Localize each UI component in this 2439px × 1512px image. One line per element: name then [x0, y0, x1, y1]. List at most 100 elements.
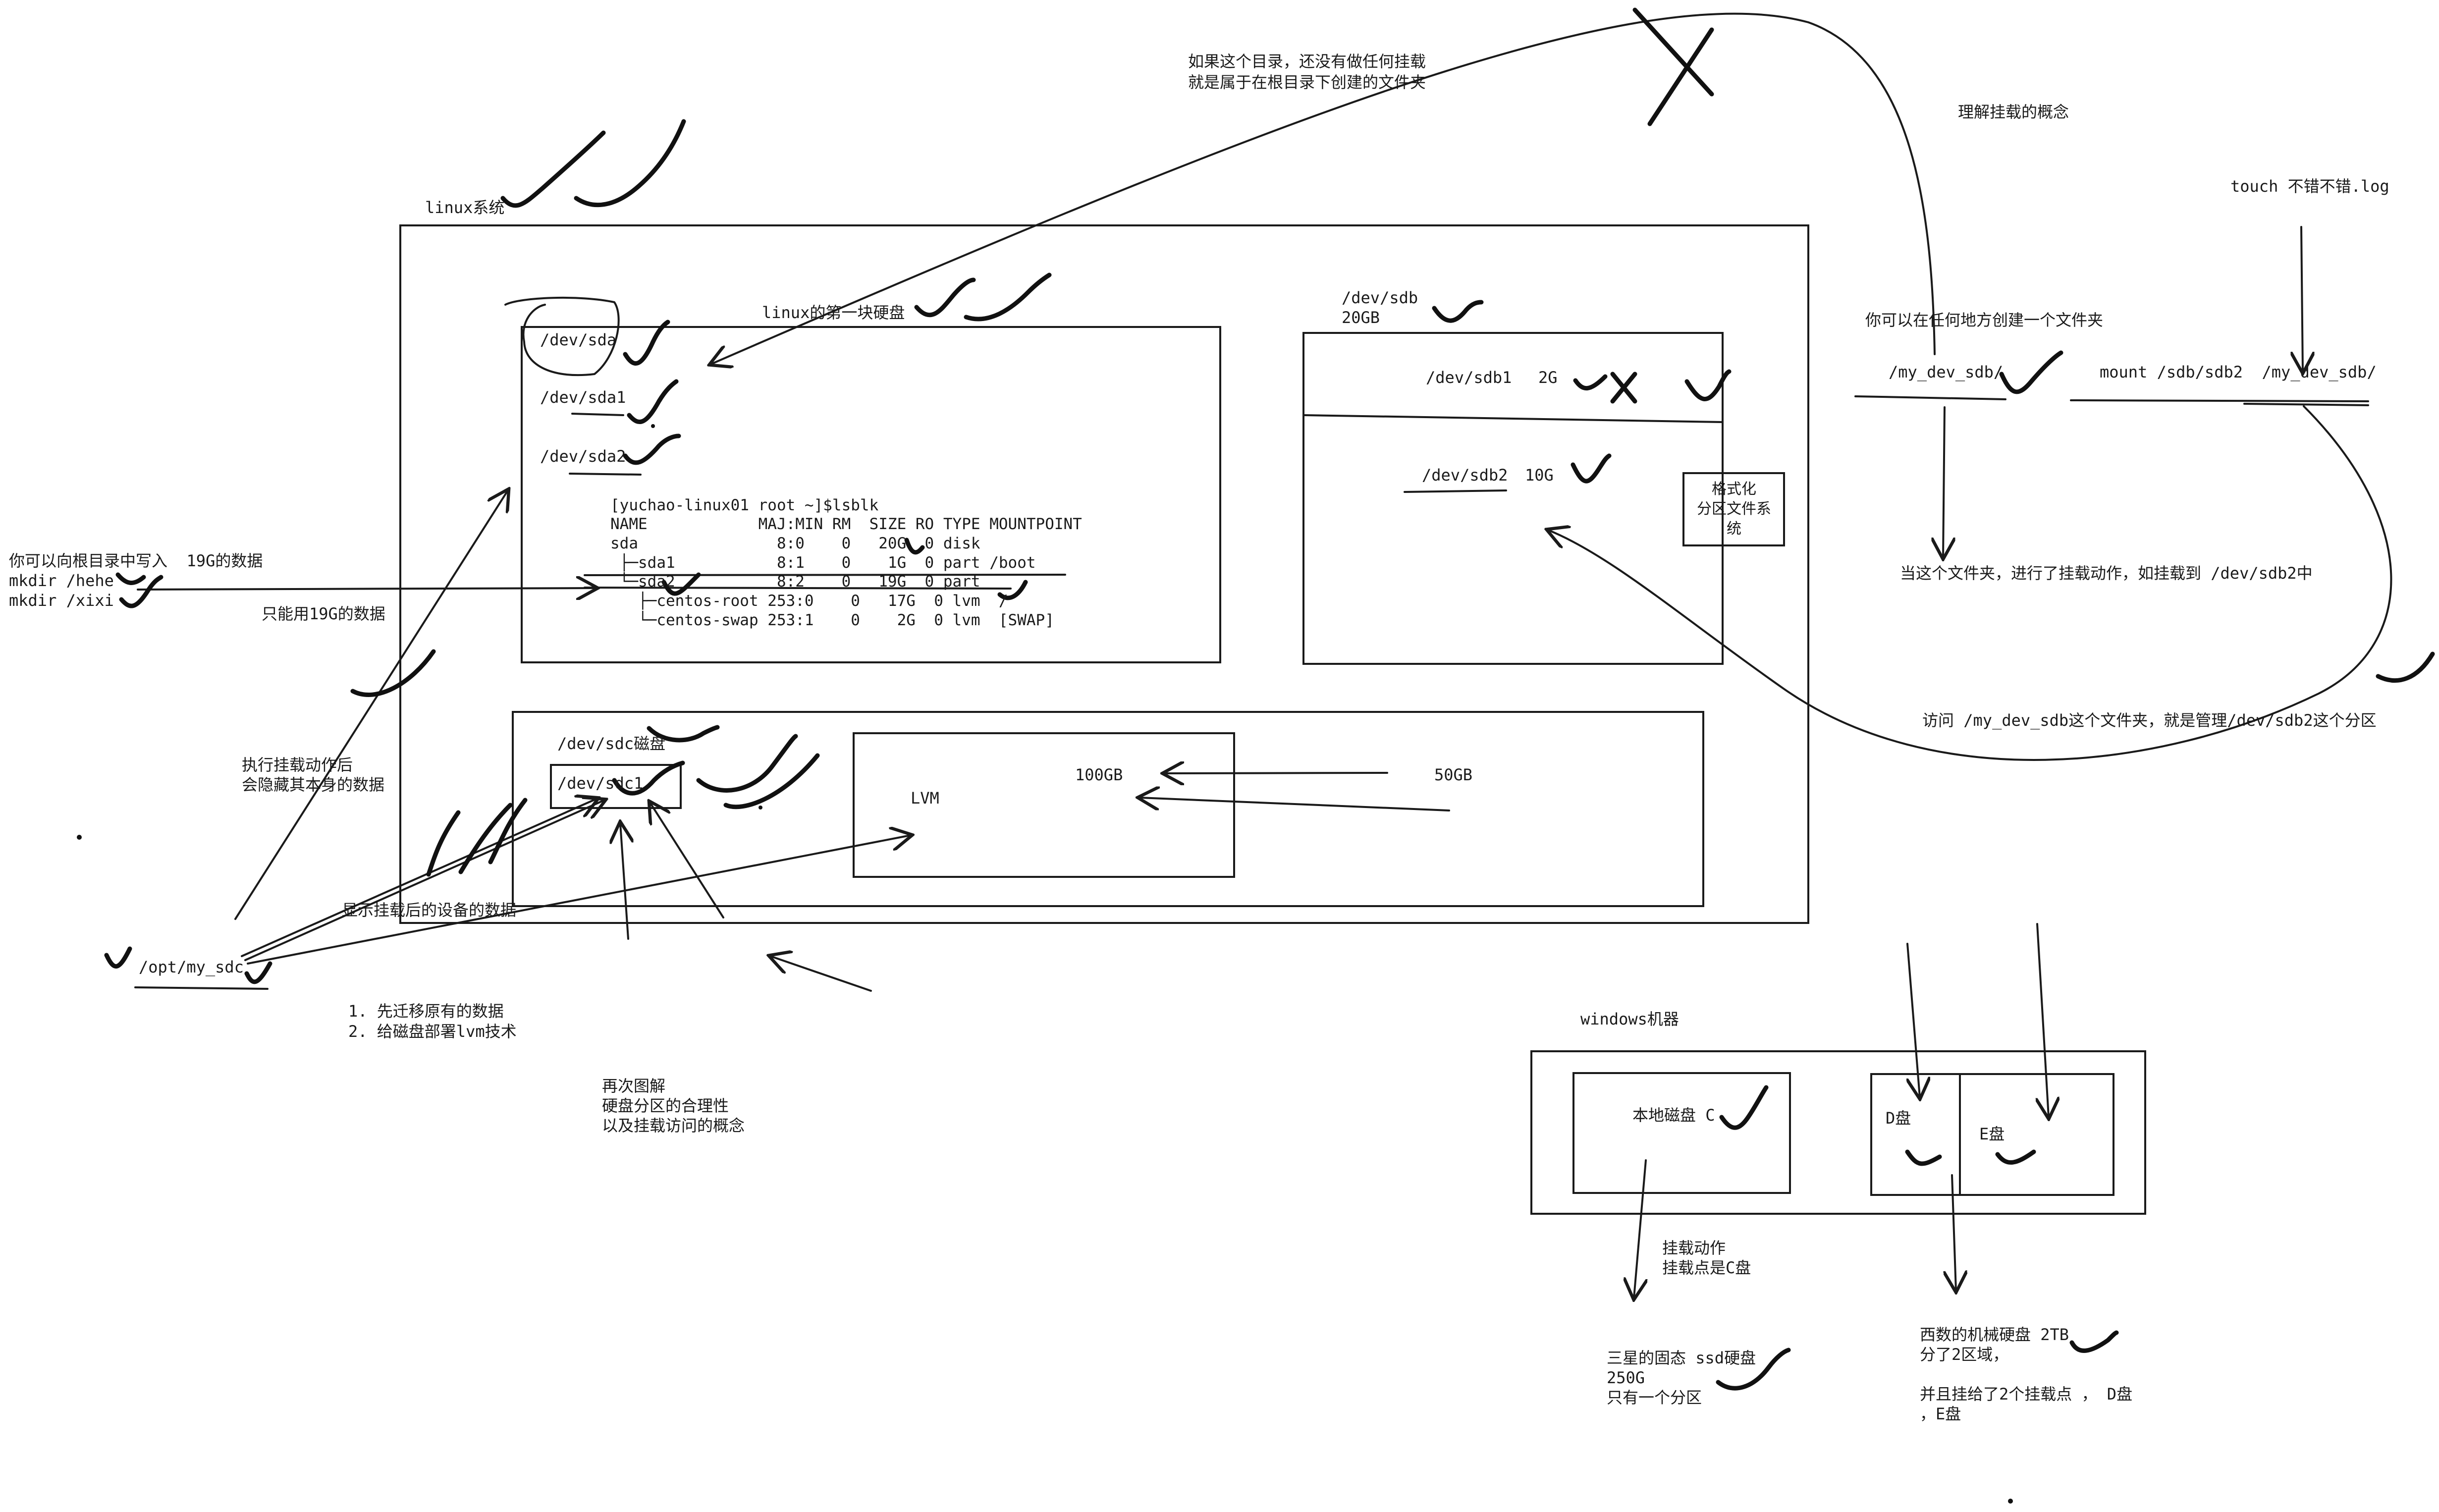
check-mark-icon [723, 753, 820, 810]
sda-label: /dev/sda [540, 330, 616, 349]
check-mark-icon [623, 433, 681, 465]
check-mark-icon [2069, 1330, 2119, 1353]
review-note: 以及挂载访问的概念 [602, 1116, 745, 1135]
check-mark-icon [964, 272, 1052, 322]
sdc1-label: /dev/sdc1 [557, 774, 643, 793]
check-mark-icon [244, 961, 272, 984]
lsblk-line: [yuchao-linux01 root ~]$lsblk [610, 496, 879, 514]
check-mark-icon [2376, 651, 2435, 683]
drive-d: D盘 [1886, 1109, 1911, 1128]
check-mark-icon [574, 119, 686, 208]
sda-disk-box [521, 326, 1221, 663]
check-mark-icon [1573, 374, 1608, 390]
lsblk-line: └─centos-swap 253:1 0 2G 0 lvm [SWAP] [610, 610, 1054, 629]
windows-title: windows机器 [1580, 1010, 1679, 1028]
check-mark-icon [623, 320, 670, 366]
check-mark-icon [997, 580, 1028, 600]
opt-my-sdc-path: /opt/my_sdc [139, 958, 244, 976]
check-mark-icon [1432, 300, 1484, 323]
check-mark-icon [350, 649, 436, 698]
mount-action-note: 挂载点是C盘 [1662, 1258, 1751, 1277]
root-write-note: 你可以向根目录中写入 19G的数据 [9, 551, 263, 570]
sdc1-box [550, 764, 682, 809]
check-mark-icon [661, 572, 701, 596]
check-mark-icon [627, 379, 679, 424]
hdd-note: 并且挂给了2个挂载点 ， D盘 [1920, 1385, 2132, 1404]
ssd-note: 三星的固态 ssd硬盘 [1607, 1349, 1756, 1367]
format-box [1682, 472, 1785, 546]
sdc-title: /dev/sdc磁盘 [557, 734, 665, 753]
sdb2-label: /dev/sdb2 [1422, 466, 1508, 485]
check-mark-icon [104, 946, 132, 969]
lsblk-line: └─sda2 8:2 0 19G 0 part [610, 572, 980, 591]
check-mark-icon [1684, 369, 1732, 401]
mount-concept-title: 理解挂载的概念 [1958, 103, 2069, 121]
windows-c-drive-box [1572, 1072, 1791, 1194]
check-mark-icon [914, 277, 976, 318]
sdc-disk-box [512, 711, 1704, 907]
sda1-label: /dev/sda1 [540, 388, 626, 407]
lsblk-line: ├─centos-root 253:0 0 17G 0 lvm / [610, 591, 1008, 610]
check-mark-icon [1719, 1085, 1769, 1130]
sda2-label: /dev/sda2 [540, 447, 626, 466]
migrate-note: 1. 先迁移原有的数据 [348, 1002, 504, 1021]
touch-command: touch 不错不错.log [2230, 177, 2389, 196]
cross-mark-icon [1632, 7, 1714, 126]
drive-e: E盘 [1979, 1125, 2005, 1143]
my-dev-sdb-dir: /my_dev_sdb/ [1889, 363, 2003, 381]
check-mark-icon [647, 725, 720, 743]
migrate-note: 2. 给磁盘部署lvm技术 [348, 1022, 517, 1041]
lsblk-output: [yuchao-linux01 root ~]$lsblk NAME MAJ:M… [610, 496, 1082, 629]
sdb-disk-box [1302, 332, 1724, 665]
sdb1-size: 2G [1538, 368, 1558, 387]
ssd-note: 250G [1607, 1368, 1645, 1387]
ssd-note: 只有一个分区 [1607, 1388, 1702, 1407]
lsblk-line: NAME MAJ:MIN RM SIZE RO TYPE MOUNTPOINT [610, 515, 1082, 533]
no-mount-note: 如果这个目录，还没有做任何挂载 [1188, 52, 1426, 71]
disk1-title: linux的第一块硬盘 [762, 303, 905, 322]
sdb-label: /dev/sdb [1342, 288, 1418, 307]
format-text: 格式化 [1712, 481, 1756, 498]
check-mark-icon [1716, 1348, 1791, 1391]
format-text: 统 [1727, 520, 1741, 538]
check-mark-icon [1995, 1149, 2036, 1165]
check-mark-icon [1905, 1149, 1942, 1166]
windows-machine-box [1530, 1050, 2146, 1215]
lsblk-line: ├─sda1 8:1 0 1G 0 part /boot [610, 553, 1036, 572]
mount-action-note: 挂载动作 [1662, 1239, 1726, 1257]
sdb-size: 20GB [1342, 308, 1380, 327]
sdb-partition-divider [1303, 414, 1724, 423]
after-mount-note: 当这个文件夹，进行了挂载动作，如挂载到 /dev/sdb2中 [1900, 564, 2313, 583]
hdd-note: 西数的机械硬盘 2TB [1920, 1325, 2069, 1344]
sdb1-label: /dev/sdb1 [1426, 368, 1512, 387]
review-note: 再次图解 [602, 1077, 665, 1095]
local-disk-c: 本地磁盘 C [1632, 1106, 1715, 1125]
lsblk-line: sda 8:0 0 20G 0 disk [610, 535, 980, 552]
only-19g-note: 只能用19G的数据 [262, 604, 385, 623]
check-mark-icon [904, 538, 925, 555]
check-mark-icon [612, 760, 685, 796]
hide-data-note: 会隐藏其本身的数据 [242, 775, 384, 794]
check-mark-icon [115, 572, 146, 585]
show-mounted-note: 显示挂载后的设备的数据 [342, 901, 516, 919]
format-text: 分区文件系 [1697, 500, 1771, 518]
check-mark-icon [488, 798, 528, 864]
root-write-note: mkdir /hehe [9, 571, 114, 590]
hide-data-note: 执行挂载动作后 [242, 756, 353, 774]
check-mark-icon [119, 575, 163, 608]
check-mark-icon [1571, 453, 1612, 484]
check-mark-icon [500, 130, 606, 208]
hdd-note: 分了2区域， [1920, 1345, 2008, 1364]
hdd-note: ，E盘 [1920, 1404, 1961, 1423]
linux-system-box [399, 224, 1809, 924]
linux-system-title: linux系统 [425, 198, 504, 217]
access-note: 访问 /my_dev_sdb这个文件夹，就是管理/dev/sdb2这个分区 [1922, 711, 2377, 730]
root-write-note: mkdir /xixi [9, 591, 114, 610]
sdb2-size: 10G [1525, 466, 1554, 485]
windows-de-drive-box [1870, 1073, 2114, 1196]
anywhere-note: 你可以在任何地方创建一个文件夹 [1865, 311, 2103, 329]
check-mark-icon [1999, 350, 2063, 394]
size-50gb: 50GB [1434, 765, 1472, 784]
review-note: 硬盘分区的合理性 [602, 1096, 729, 1115]
